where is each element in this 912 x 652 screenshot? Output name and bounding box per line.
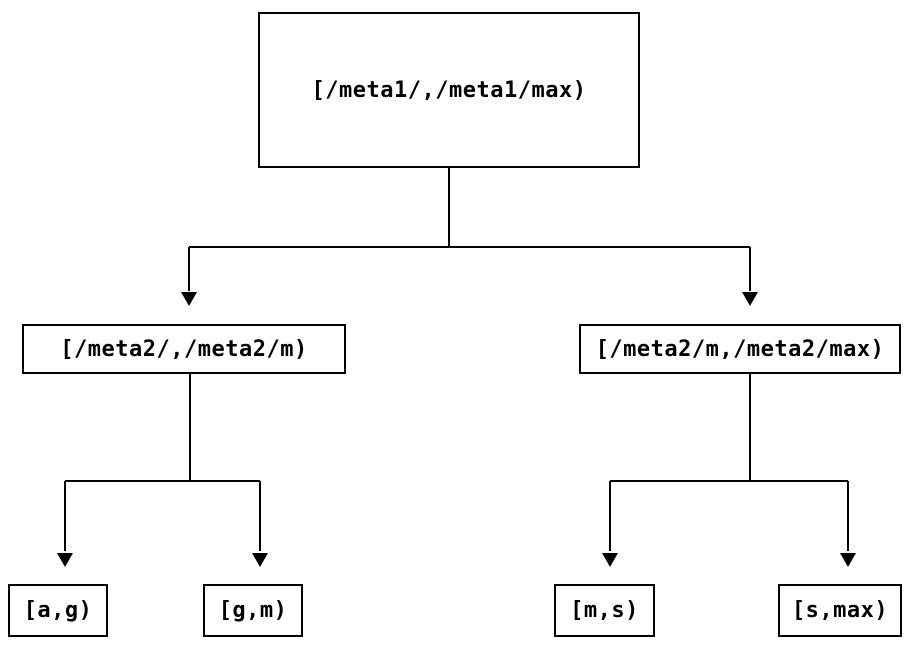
node-meta2-low-label: [/meta2/,/meta2/m) bbox=[60, 336, 308, 362]
node-meta2-high-label: [/meta2/m,/meta2/max) bbox=[595, 336, 885, 362]
node-root: [/meta1/,/meta1/max) bbox=[258, 12, 640, 168]
arrowhead-leaf-smax bbox=[840, 553, 856, 567]
node-leaf-gm-label: [g,m) bbox=[218, 598, 288, 623]
node-leaf-ms-label: [m,s) bbox=[570, 598, 639, 623]
node-leaf-smax: [s,max) bbox=[778, 584, 902, 637]
node-meta2-low: [/meta2/,/meta2/m) bbox=[22, 324, 346, 374]
node-meta2-high: [/meta2/m,/meta2/max) bbox=[579, 324, 901, 374]
node-leaf-ag: [a,g) bbox=[8, 584, 108, 637]
arrowhead-leaf-ms bbox=[602, 553, 618, 567]
node-leaf-smax-label: [s,max) bbox=[791, 598, 889, 623]
edge-meta2high-to-leaves bbox=[602, 374, 856, 567]
arrowhead-leaf-ag bbox=[57, 553, 73, 567]
edge-meta2low-to-leaves bbox=[57, 374, 268, 567]
node-leaf-gm: [g,m) bbox=[203, 584, 303, 637]
arrowhead-leaf-gm bbox=[252, 553, 268, 567]
node-leaf-ag-label: [a,g) bbox=[23, 598, 93, 623]
edge-root-to-level2 bbox=[181, 168, 758, 306]
node-leaf-ms: [m,s) bbox=[554, 584, 655, 637]
arrowhead-meta2-low bbox=[181, 292, 197, 306]
node-root-label: [/meta1/,/meta1/max) bbox=[311, 77, 587, 103]
arrowhead-meta2-high bbox=[742, 292, 758, 306]
